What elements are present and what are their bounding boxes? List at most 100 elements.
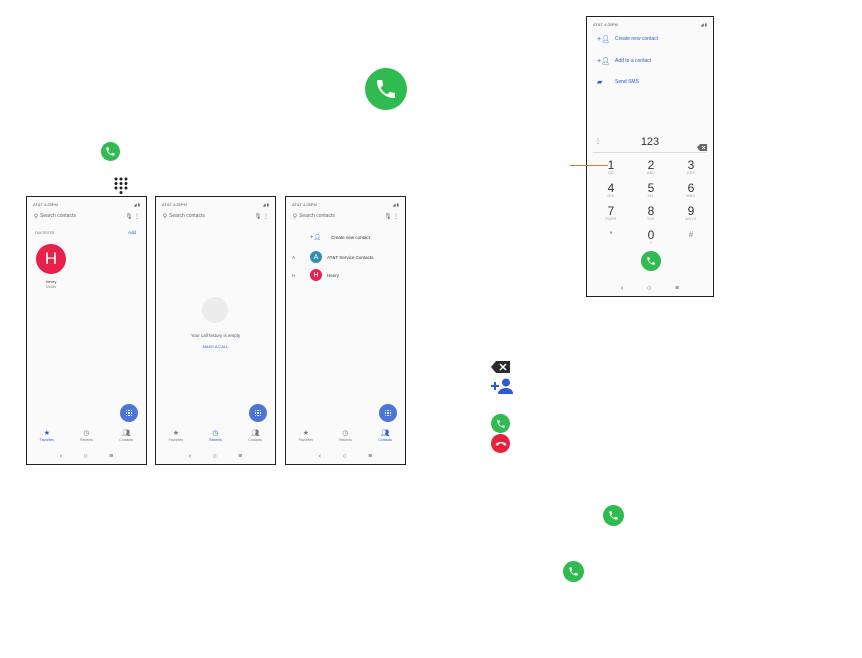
dialpad-icon bbox=[125, 409, 133, 417]
menu-icon[interactable]: ≡ bbox=[674, 284, 680, 292]
back-icon[interactable]: ‹ bbox=[620, 284, 624, 292]
more-icon[interactable]: ⋮ bbox=[595, 139, 601, 145]
menu-add-to-contact[interactable]: +👤︎Add to a contact bbox=[597, 58, 652, 65]
empty-history-icon bbox=[202, 297, 228, 323]
more-icon[interactable]: ⋮ bbox=[263, 213, 269, 220]
key-letters: ABC bbox=[646, 171, 656, 175]
menu-icon[interactable]: ≡ bbox=[238, 452, 243, 460]
backspace-icon[interactable] bbox=[697, 138, 707, 151]
home-icon[interactable]: ○ bbox=[646, 284, 652, 292]
key-letters: PQRS bbox=[605, 217, 617, 221]
phone-icon bbox=[496, 419, 505, 428]
favorite-contact-avatar[interactable]: H bbox=[36, 244, 66, 274]
screenshot-favorites: AT&T 4:25PM ◢ ▮ ⚲ Search contacts 🎙︎ ⋮ F… bbox=[26, 196, 147, 465]
create-contact-row[interactable]: +👤︎ Create new contact bbox=[310, 235, 370, 241]
contact-row[interactable]: H H Henry bbox=[292, 269, 339, 281]
contact-avatar: A bbox=[310, 251, 322, 263]
favorites-label: FAVORITES bbox=[35, 231, 55, 235]
key-letters: GHI bbox=[607, 194, 615, 198]
call-icon bbox=[491, 414, 510, 433]
back-icon[interactable]: ‹ bbox=[188, 452, 192, 460]
home-icon[interactable]: ○ bbox=[212, 452, 217, 460]
dialpad-key-hash[interactable]: # bbox=[671, 229, 711, 245]
key-digit: 4 bbox=[607, 181, 615, 195]
call-button[interactable] bbox=[641, 251, 661, 271]
back-icon[interactable]: ‹ bbox=[59, 452, 63, 460]
key-letters: TUV bbox=[647, 217, 655, 221]
home-icon[interactable]: ○ bbox=[83, 452, 88, 460]
phone-app-icon bbox=[365, 68, 407, 110]
section-letter: H bbox=[292, 272, 296, 278]
make-call-link[interactable]: MAKE A CALL bbox=[202, 344, 229, 349]
people-icon: 👥︎ bbox=[380, 430, 390, 437]
tab-contacts[interactable]: 👥︎Contacts bbox=[378, 430, 393, 442]
dialpad-icon bbox=[254, 409, 262, 417]
clock-icon: ◷ bbox=[212, 430, 219, 437]
search-placeholder: Search contacts bbox=[40, 213, 76, 219]
dialpad-fab[interactable] bbox=[249, 404, 267, 422]
contact-row[interactable]: A A AT&T Service Contacts bbox=[292, 251, 373, 263]
menu-icon[interactable]: ≡ bbox=[368, 452, 373, 460]
key-digit: 6 bbox=[687, 181, 695, 195]
contact-avatar: H bbox=[310, 269, 322, 281]
section-letter: A bbox=[292, 254, 296, 260]
menu-icon[interactable]: ≡ bbox=[109, 452, 114, 460]
callout-line bbox=[570, 165, 608, 166]
tab-recents[interactable]: ◷Recents bbox=[209, 430, 222, 442]
signal-icons: ◢ ▮ bbox=[133, 201, 140, 207]
contact-name: Henry bbox=[327, 272, 340, 278]
add-contact-icon: +👤︎ bbox=[597, 36, 610, 43]
search-bar[interactable]: ⚲ Search contacts 🎙︎ ⋮ bbox=[161, 209, 270, 223]
back-icon[interactable]: ‹ bbox=[318, 452, 322, 460]
add-contact-icon: +👤︎ bbox=[597, 58, 610, 65]
search-bar[interactable]: ⚲ Search contacts 🎙︎ ⋮ bbox=[32, 209, 141, 223]
avatar-initial: H bbox=[44, 249, 58, 268]
people-icon: 👥︎ bbox=[121, 430, 131, 437]
menu-send-sms[interactable]: ▰Send SMS bbox=[597, 79, 639, 86]
search-bar[interactable]: ⚲ Search contacts 🎙︎ ⋮ bbox=[291, 209, 400, 223]
mic-icon[interactable]: 🎙︎ bbox=[125, 213, 133, 220]
dialpad-key-star[interactable]: * bbox=[591, 229, 631, 245]
system-nav-bar: ‹ ○ ≡ bbox=[286, 450, 405, 462]
empty-history-text: Your call history is empty bbox=[190, 333, 241, 338]
key-letters: QD bbox=[608, 171, 614, 175]
system-nav-bar: ‹ ○ ≡ bbox=[156, 450, 275, 462]
dialpad-fab[interactable] bbox=[379, 404, 397, 422]
call-icon bbox=[603, 505, 624, 526]
people-icon: 👥︎ bbox=[250, 430, 260, 437]
more-icon[interactable]: ⋮ bbox=[393, 213, 399, 220]
mic-icon[interactable]: 🎙︎ bbox=[254, 213, 262, 220]
home-icon[interactable]: ○ bbox=[342, 452, 347, 460]
key-letters bbox=[591, 241, 631, 245]
search-icon: ⚲ bbox=[162, 213, 168, 220]
signal-icons: ◢ ▮ bbox=[262, 201, 269, 207]
dialpad-fab[interactable] bbox=[120, 404, 138, 422]
tab-recents[interactable]: ◷Recents bbox=[80, 430, 93, 442]
tab-recents[interactable]: ◷Recents bbox=[339, 430, 352, 442]
menu-create-contact[interactable]: +👤︎Create new contact bbox=[597, 36, 659, 43]
dialpad-icon bbox=[114, 177, 128, 194]
dialpad-key-0[interactable]: 0+ bbox=[631, 229, 671, 245]
tab-contacts[interactable]: 👥︎Contacts bbox=[248, 430, 263, 442]
phone-icon-inline bbox=[101, 142, 120, 161]
mic-icon[interactable]: 🎙︎ bbox=[384, 213, 392, 220]
star-icon: ★ bbox=[172, 430, 179, 437]
tab-contacts[interactable]: 👥︎Contacts bbox=[119, 430, 134, 442]
bottom-tabs: ★Favorites ◷Recents 👥︎Contacts bbox=[156, 430, 275, 448]
tab-favorites[interactable]: ★Favorites bbox=[168, 430, 184, 442]
search-icon: ⚲ bbox=[292, 213, 298, 220]
add-favorite-link[interactable]: Add bbox=[127, 230, 136, 235]
tab-favorites[interactable]: ★Favorites bbox=[39, 430, 55, 442]
more-icon[interactable]: ⋮ bbox=[134, 213, 140, 220]
tab-favorites[interactable]: ★Favorites bbox=[298, 430, 314, 442]
key-letters: + bbox=[649, 241, 653, 245]
